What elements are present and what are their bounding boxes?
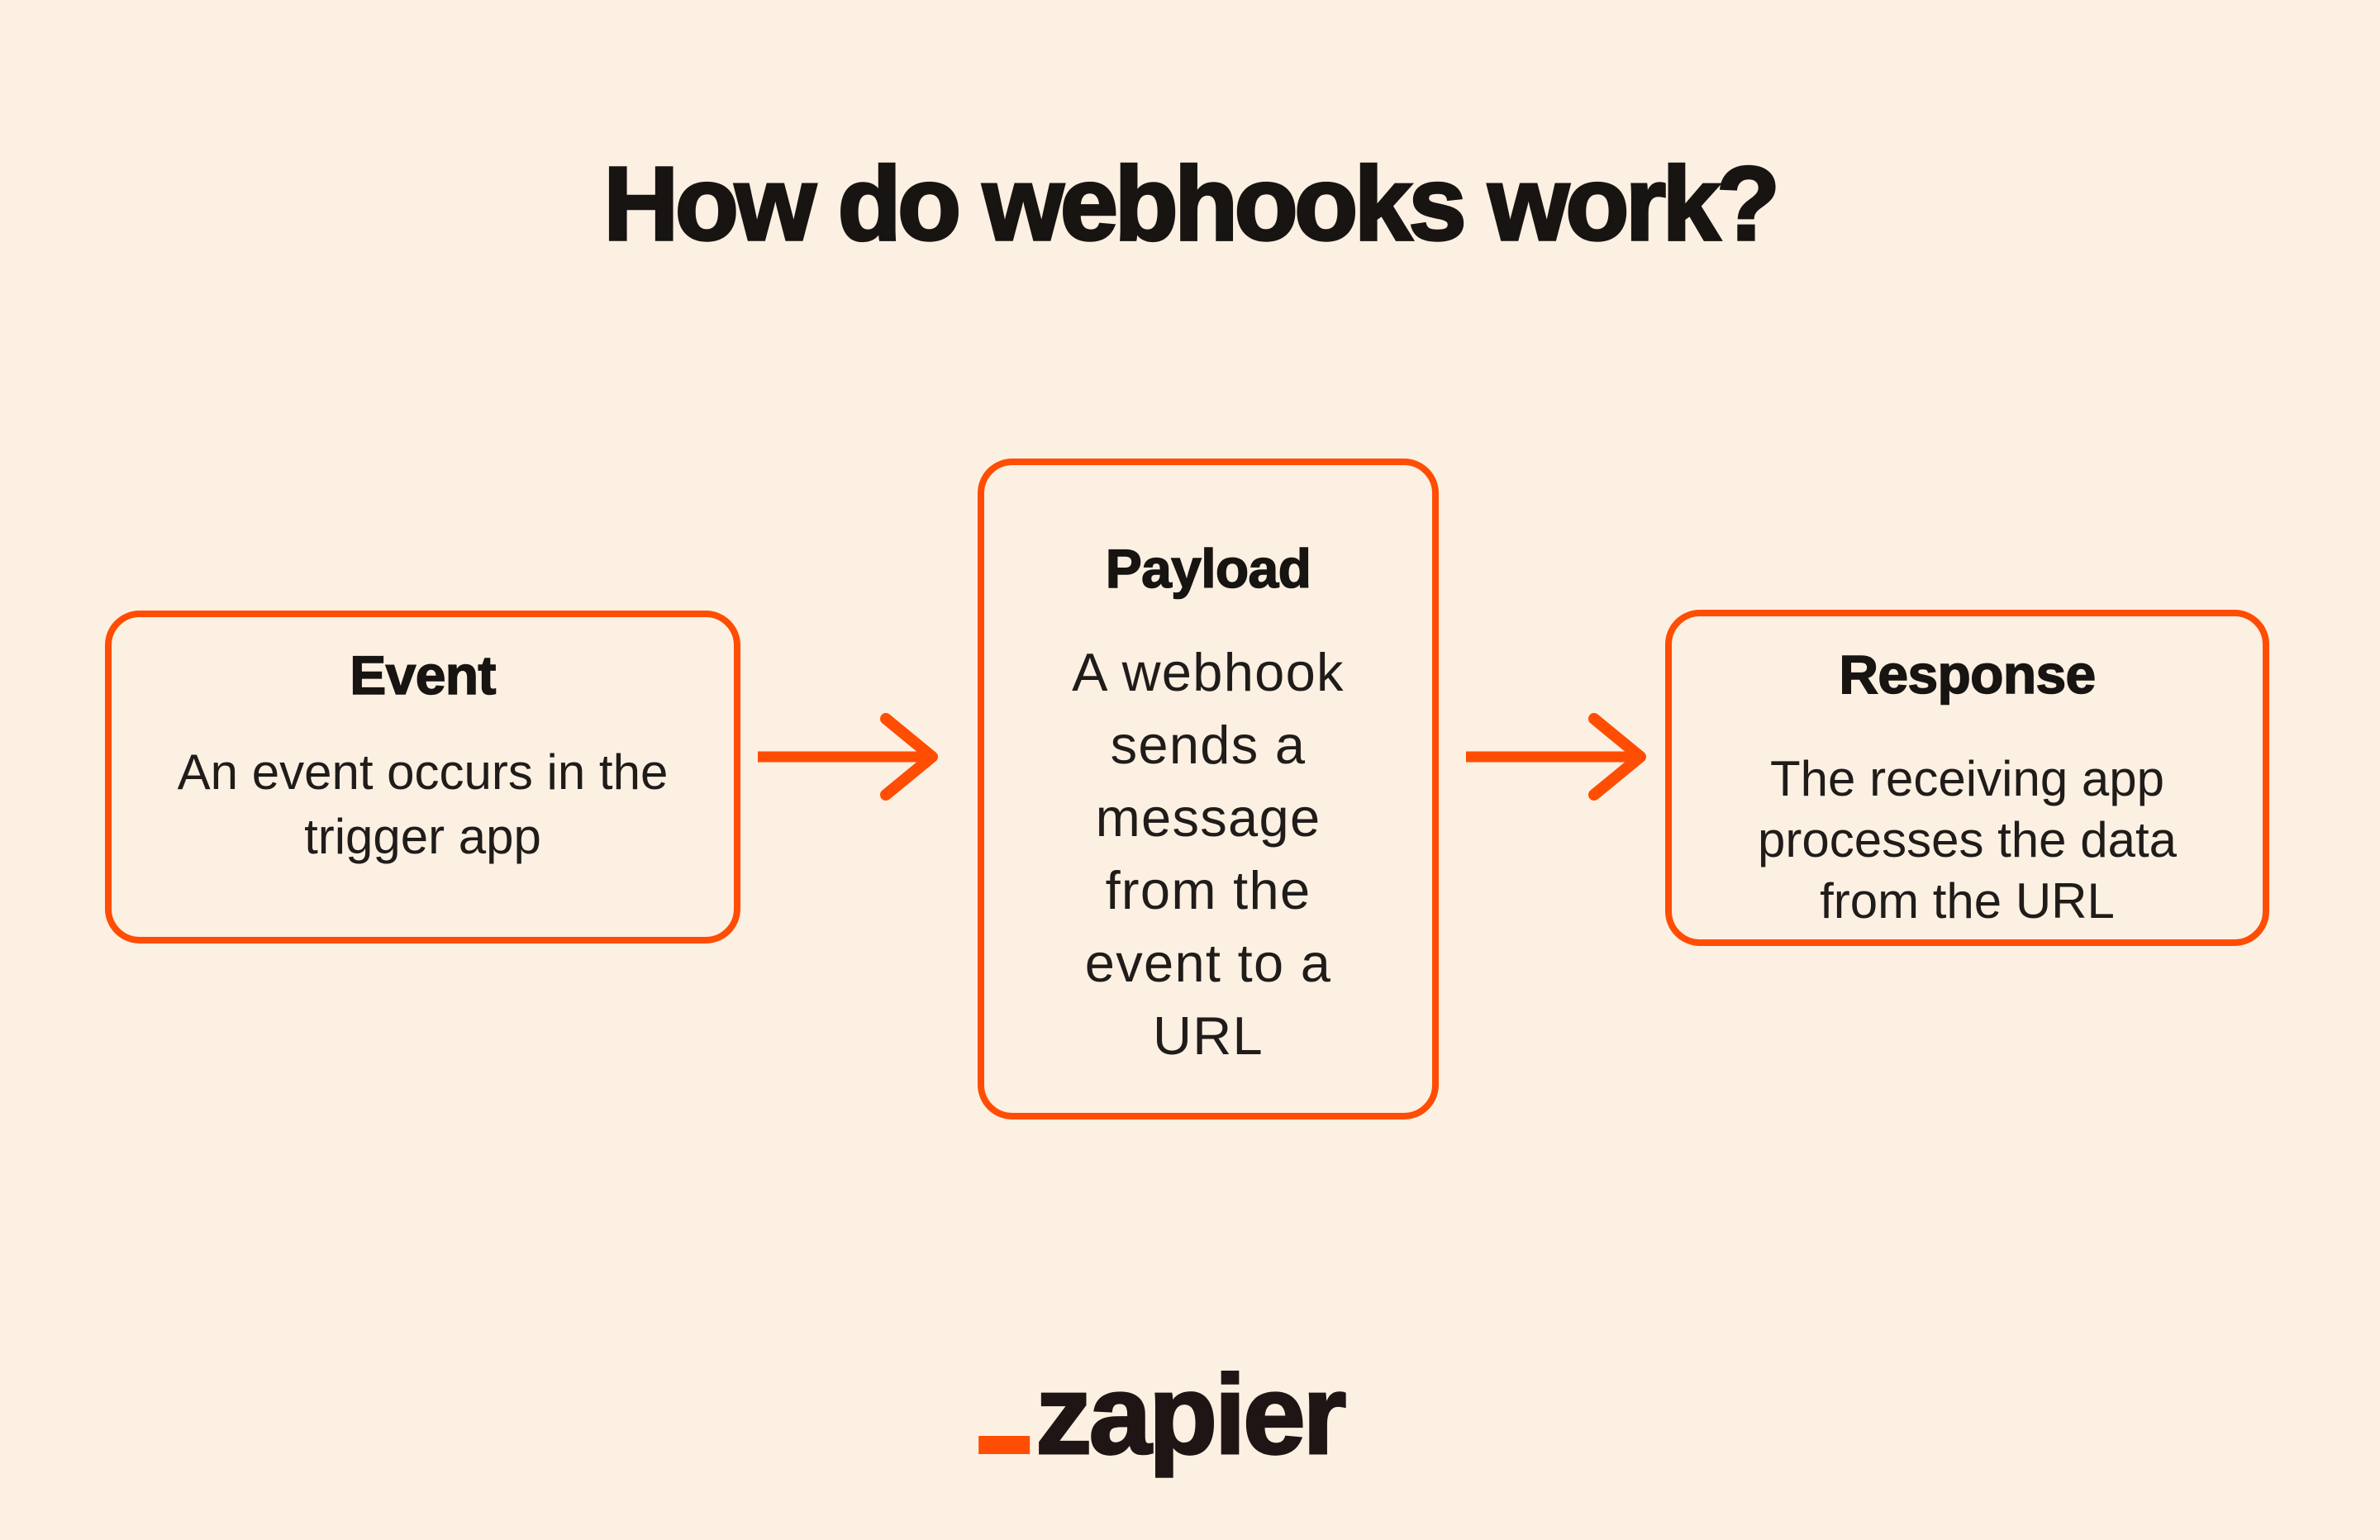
step-body-event: An event occurs in the trigger app (177, 744, 669, 864)
right-arrow-icon (758, 713, 938, 801)
step-title-response: Response (1839, 644, 2097, 705)
step-box-event: Event An event occurs in the trigger app (105, 611, 740, 943)
right-arrow-icon (1466, 713, 1646, 801)
page-title: How do webhooks work? (602, 145, 1782, 263)
step-box-payload: Payload A webhook sends a message from t… (978, 459, 1439, 1119)
zapier-logo-text: zapier (1035, 1352, 1348, 1477)
step-title-event: Event (350, 644, 497, 706)
zapier-logo-underscore-icon (978, 1436, 1031, 1454)
zapier-logo: zapier (978, 1352, 1348, 1477)
step-box-response: Response The receiving app processes the… (1665, 610, 2269, 946)
step-body-response: The receiving app processes the data fro… (1758, 751, 2177, 929)
step-title-payload: Payload (1105, 538, 1312, 599)
step-body-payload: A webhook sends a message from the event… (1072, 642, 1345, 1066)
